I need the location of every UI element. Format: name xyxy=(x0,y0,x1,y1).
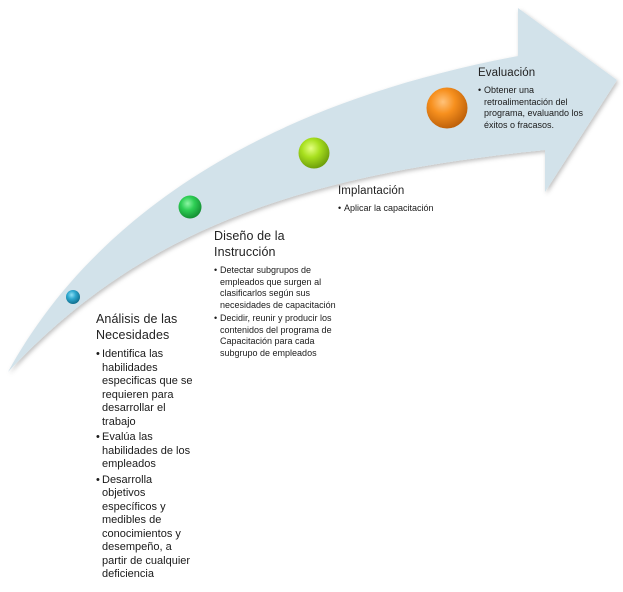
bullet-text: Obtener una retroalimentación del progra… xyxy=(484,85,584,130)
bullet-text: Decidir, reunir y producir los contenido… xyxy=(220,313,332,358)
bullet-icon: • xyxy=(214,265,218,275)
bullet-text: Identifica las habilidades especificas q… xyxy=(102,348,193,428)
bullet-icon: • xyxy=(96,348,100,360)
stage-title: Análisis de las Necesidades xyxy=(96,311,196,343)
stage-evaluation: Evaluación •Obtener una retroalimentació… xyxy=(478,66,590,133)
stage-title-line: Evaluación xyxy=(478,67,536,79)
stage-title-line: Análisis de las xyxy=(96,312,178,326)
stage-title: Evaluación xyxy=(478,66,590,81)
stage-analysis: Análisis de las Necesidades •Identifica … xyxy=(96,311,196,584)
stage-title: Diseño de la Instrucción xyxy=(214,228,336,260)
stage-bullet-item: •Detectar subgrupos de empleados que sur… xyxy=(214,265,336,311)
stage-title-line: Implantación xyxy=(338,185,405,197)
stage-bullet-item: •Desarrolla objetivos específicos y medi… xyxy=(96,474,196,582)
bullet-text: Desarrolla objetivos específicos y medib… xyxy=(102,473,191,581)
bullet-icon: • xyxy=(214,313,218,323)
bullet-icon: • xyxy=(338,203,342,213)
stage-title: Implantación xyxy=(338,184,468,199)
bullet-text: Evalúa las habilidades de los empleados xyxy=(102,431,191,470)
stage-implementation: Implantación •Aplicar la capacitación xyxy=(338,184,468,217)
stage-bullet-list: •Obtener una retroalimentación del progr… xyxy=(478,85,590,131)
stage-bullet-list: •Identifica las habilidades especificas … xyxy=(96,348,196,582)
bullet-text: Aplicar la capacitación xyxy=(344,203,434,213)
stage-ball-design xyxy=(178,195,202,219)
stage-bullet-item: •Aplicar la capacitación xyxy=(338,203,468,215)
stage-design: Diseño de la Instrucción •Detectar subgr… xyxy=(214,228,336,361)
stage-ball-evaluation xyxy=(426,87,468,129)
bullet-text: Detectar subgrupos de empleados que surg… xyxy=(220,265,336,310)
stage-ball-analysis xyxy=(66,290,80,304)
bullet-icon: • xyxy=(478,85,482,95)
bullet-icon: • xyxy=(96,473,100,486)
stage-bullet-item: •Obtener una retroalimentación del progr… xyxy=(478,85,590,131)
stage-bullet-list: •Aplicar la capacitación xyxy=(338,203,468,215)
bullet-icon: • xyxy=(96,431,100,443)
stage-bullet-list: •Detectar subgrupos de empleados que sur… xyxy=(214,265,336,359)
stage-title-line: Necesidades xyxy=(96,328,170,342)
stage-bullet-item: •Decidir, reunir y producir los contenid… xyxy=(214,313,336,359)
stage-title-line: Diseño de la xyxy=(214,229,285,243)
stage-ball-implementation xyxy=(298,137,330,169)
stage-title-line: Instrucción xyxy=(214,245,276,259)
stage-bullet-item: •Evalúa las habilidades de los empleados xyxy=(96,431,196,472)
stage-bullet-item: •Identifica las habilidades especificas … xyxy=(96,348,196,429)
